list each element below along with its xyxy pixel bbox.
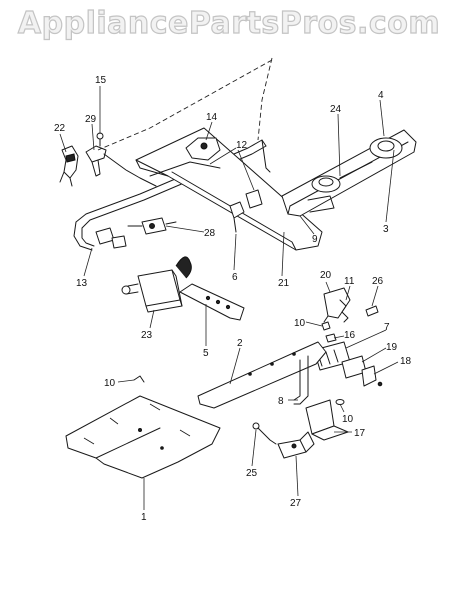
callout-15: 15 — [95, 75, 107, 86]
site-watermark: AppliancePartsPros.com — [17, 5, 441, 41]
part-6-pilot — [229, 201, 245, 233]
callout-28: 28 — [204, 228, 216, 239]
callout-18: 18 — [400, 356, 412, 367]
callout-2: 2 — [237, 338, 243, 349]
callout-11: 11 — [344, 276, 355, 287]
part-10-washer-left — [133, 375, 145, 383]
callout-23: 23 — [141, 330, 153, 341]
part-11-spring — [339, 299, 349, 323]
callout-21: 21 — [278, 278, 290, 289]
callout-9: 9 — [312, 234, 318, 245]
callout-22: 22 — [54, 123, 66, 134]
callout-20: 20 — [320, 270, 332, 281]
part-22-bracket — [59, 145, 79, 187]
callout-5: 5 — [203, 348, 209, 359]
callout-10-upper: 10 — [294, 318, 306, 329]
callout-8: 8 — [278, 396, 284, 407]
callout-29: 29 — [85, 114, 97, 125]
callout-13: 13 — [76, 278, 88, 289]
leader-lines — [59, 86, 399, 510]
part-8-tube — [293, 355, 309, 405]
callout-7: 7 — [384, 322, 390, 333]
part-20-bracket — [323, 287, 351, 323]
callout-10-left: 10 — [104, 378, 116, 389]
callout-14: 14 — [206, 112, 218, 123]
part-10-washer-upper — [321, 321, 331, 331]
part-23-thermostat — [121, 256, 192, 313]
part-26-screw — [365, 305, 379, 317]
part-25-wire — [252, 422, 277, 445]
callout-19: 19 — [386, 342, 398, 353]
callout-1: 1 — [141, 512, 147, 523]
part-27-module — [277, 431, 315, 459]
callout-16: 16 — [344, 330, 356, 341]
callout-12: 12 — [236, 140, 248, 151]
part-28-fitting — [127, 217, 177, 235]
callout-10-right: 10 — [342, 414, 354, 425]
callout-24: 24 — [330, 104, 342, 115]
part-24-burner-arm — [307, 161, 373, 213]
part-12-valve-tube — [149, 161, 263, 209]
manifold-end-fittings — [95, 227, 127, 249]
part-14-igniter — [185, 137, 221, 161]
phantom-line-diagonal — [97, 59, 273, 151]
part-17-l-bracket — [305, 399, 349, 441]
part-15-screw — [96, 132, 104, 147]
callout-3: 3 — [383, 224, 389, 235]
part-16-clip — [325, 333, 337, 343]
part-10-washer-right — [335, 399, 345, 405]
callout-27: 27 — [290, 498, 302, 509]
gas-tube — [103, 153, 157, 187]
callout-4: 4 — [378, 90, 384, 101]
part-2-shield — [197, 341, 327, 409]
callout-25: 25 — [246, 468, 258, 479]
part-5-burner-tube — [179, 283, 245, 321]
phantom-line-top — [257, 57, 273, 141]
part-29-clip — [85, 145, 107, 177]
callout-6: 6 — [232, 272, 238, 283]
callout-17: 17 — [354, 428, 366, 439]
part-1-bottom-plate — [65, 395, 221, 479]
part-18-clip — [361, 365, 383, 387]
part-21-rail — [135, 127, 323, 251]
callout-26: 26 — [372, 276, 384, 287]
